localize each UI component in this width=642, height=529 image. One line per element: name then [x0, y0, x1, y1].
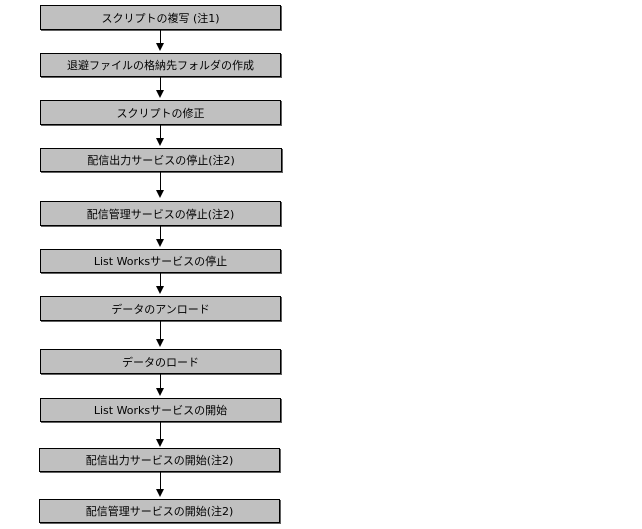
flow-arrow: [156, 172, 165, 198]
step-stop-delivery-output-service: 配信出力サービスの停止(注2): [40, 148, 282, 172]
step-start-delivery-output-service: 配信出力サービスの開始(注2): [39, 448, 280, 472]
flow-arrow: [156, 472, 165, 497]
flow-arrow: [156, 321, 165, 347]
step-start-delivery-management-service: 配信管理サービスの開始(注2): [39, 499, 280, 523]
flow-arrow: [156, 273, 165, 294]
flow-arrow: [156, 77, 165, 98]
step-create-backup-folder: 退避ファイルの格納先フォルダの作成: [40, 53, 281, 77]
step-copy-script: スクリプトの複写 (注1): [40, 5, 281, 30]
flow-arrow: [156, 226, 165, 247]
flow-arrow: [156, 30, 165, 51]
step-start-list-works-service: List Worksサービスの開始: [40, 398, 281, 422]
step-stop-list-works-service: List Worksサービスの停止: [40, 249, 281, 273]
flow-arrow: [156, 125, 165, 146]
step-stop-delivery-management-service: 配信管理サービスの停止(注2): [40, 201, 281, 226]
step-modify-script: スクリプトの修正: [40, 100, 281, 125]
step-unload-data: データのアンロード: [40, 296, 281, 321]
flow-arrow: [156, 374, 165, 396]
flow-arrow: [156, 422, 165, 447]
step-load-data: データのロード: [40, 349, 281, 374]
